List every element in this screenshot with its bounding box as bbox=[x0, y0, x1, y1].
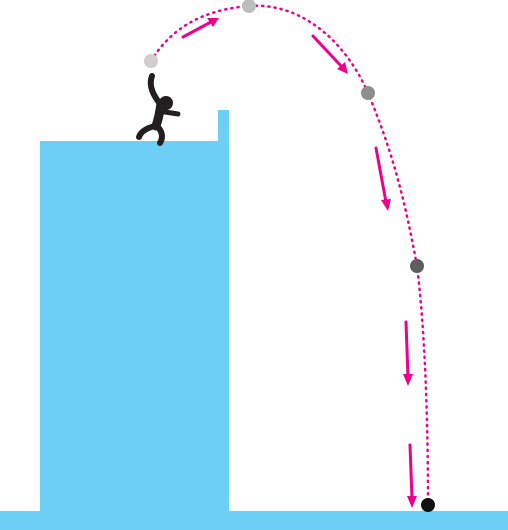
arrow-icon bbox=[407, 445, 417, 508]
arrow-icon bbox=[183, 18, 219, 37]
ball-icon bbox=[421, 498, 435, 512]
ground bbox=[0, 511, 508, 530]
arrow-icon bbox=[376, 148, 391, 211]
arrow-icon bbox=[403, 322, 413, 386]
person-icon bbox=[139, 76, 178, 143]
ball-icon bbox=[410, 259, 424, 273]
building-parapet bbox=[218, 110, 229, 145]
ball-icon bbox=[242, 0, 256, 13]
building bbox=[40, 141, 229, 512]
ball-icon bbox=[144, 54, 158, 68]
ball-icon bbox=[361, 86, 375, 100]
arrow-icon bbox=[313, 36, 348, 74]
